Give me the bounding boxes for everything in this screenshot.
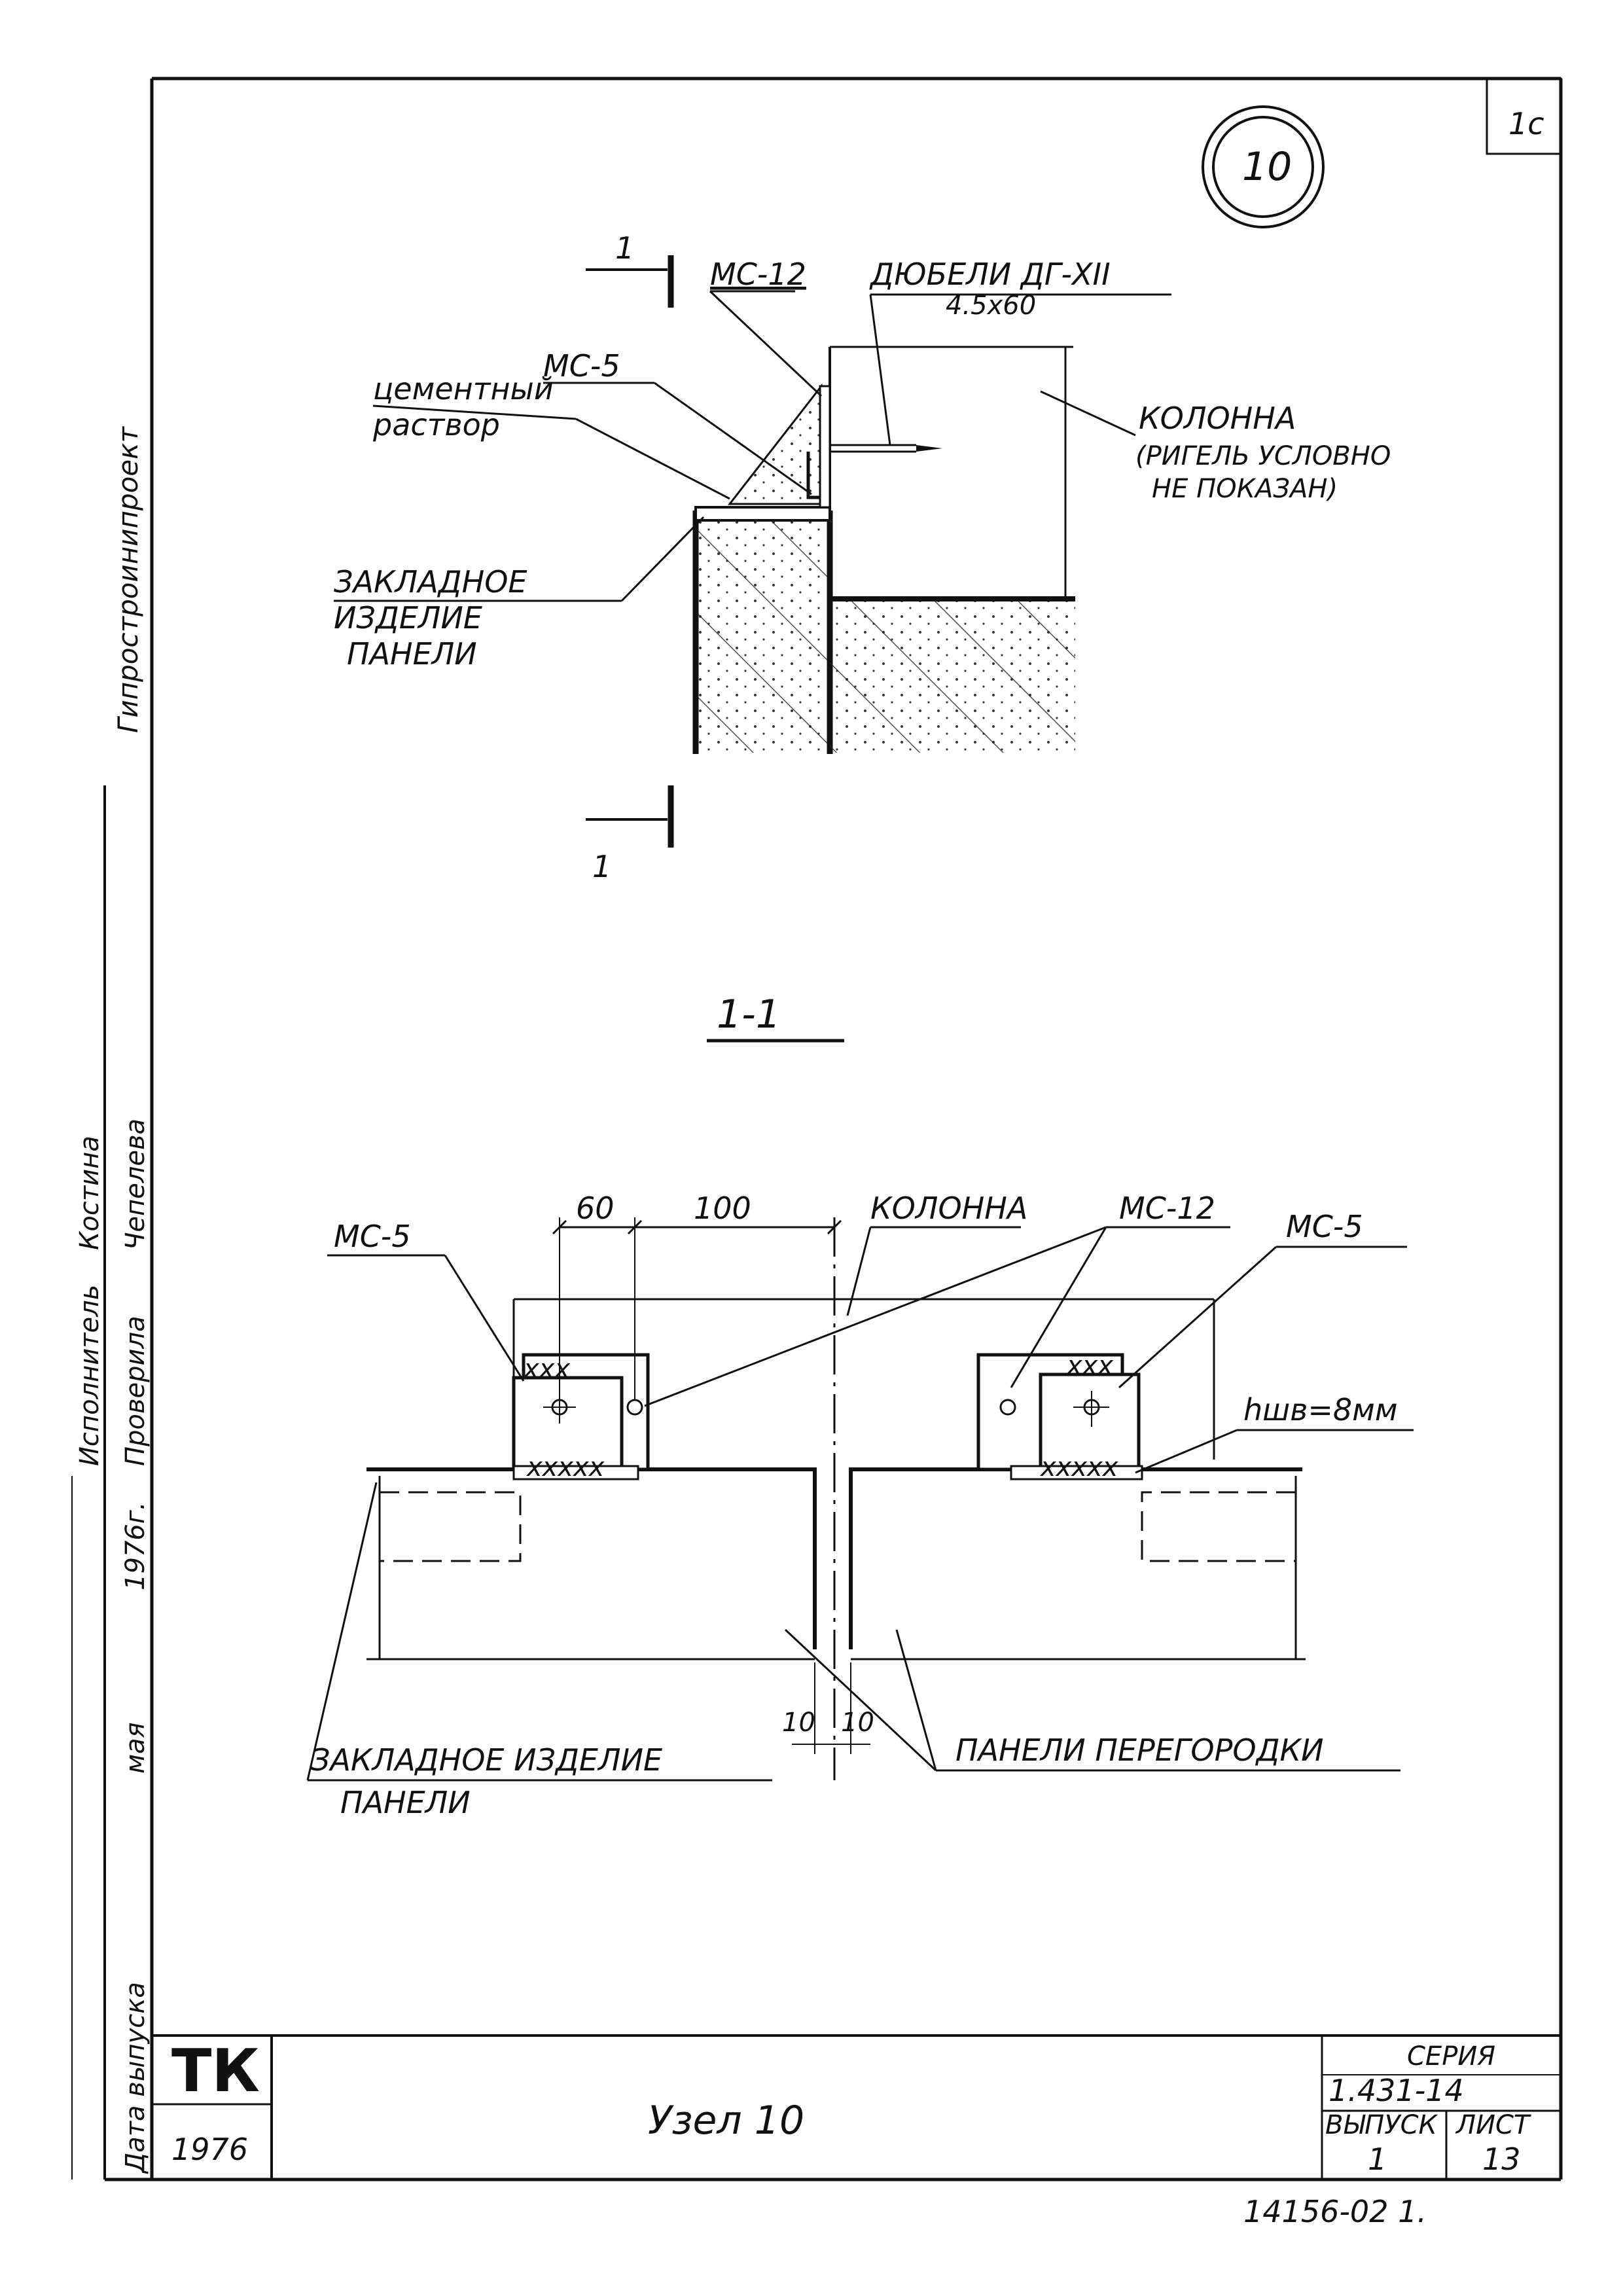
title-block: ТК 1976 Узел 10 СЕРИЯ 1.431-14 ВЫПУСК 1 … <box>152 2034 1561 2179</box>
label-mc5-top: МС-5 <box>543 348 620 384</box>
label-column-section: КОЛОННА <box>870 1191 1027 1226</box>
gap-left: 10 <box>782 1708 815 1738</box>
sidebar-executor-name: Костина <box>75 1136 105 1250</box>
label-dowels: ДЮБЕЛИ ДГ-XII <box>869 257 1111 292</box>
logo-tk: ТК <box>171 2037 260 2106</box>
label-embedded-1: ЗАКЛАДНОЕ <box>334 564 527 600</box>
sidebar-checker-role: Проверила <box>120 1316 151 1466</box>
label-mc12-section: МС-12 <box>1119 1191 1215 1226</box>
top-detail: 1 1 МС-12 ДЮБЕЛИ ДГ-XII 4.5х60 <box>334 230 1391 884</box>
sidebar-checker-name: Чепелева <box>120 1119 151 1250</box>
label-mc5-left: МС-5 <box>334 1219 411 1254</box>
label-embedded-section-2: ПАНЕЛИ <box>340 1785 471 1820</box>
label-column: КОЛОННА <box>1139 401 1296 436</box>
dim-100: 100 <box>694 1191 751 1226</box>
node-number: 10 <box>1242 144 1292 190</box>
title-name: Узел 10 <box>648 2098 804 2144</box>
sidebar-executor-role: Исполнитель <box>75 1285 105 1466</box>
title-year: 1976 <box>171 2132 248 2167</box>
section-mark-bottom: 1 <box>592 849 611 884</box>
gap-right: 10 <box>841 1708 874 1738</box>
section-title: 1-1 <box>717 992 781 1037</box>
sidebar-release-date: Дата выпуска <box>120 1982 151 2174</box>
sheet-value: 13 <box>1482 2142 1521 2177</box>
label-column-2: (РИГЕЛЬ УСЛОВНО <box>1135 441 1391 471</box>
sheet-corner-number: 1c <box>1508 106 1544 141</box>
sidebar-month: мая <box>120 1722 151 1774</box>
node-marker: 10 <box>1202 105 1325 228</box>
weld-marks-right-top: xxx <box>1065 1351 1113 1381</box>
sidebar: Гипростроинипроект Исполнитель Костина П… <box>71 425 151 2179</box>
sheet-label: ЛИСТ <box>1455 2110 1532 2140</box>
issue-label: ВЫПУСК <box>1325 2110 1438 2140</box>
section-detail: xxxxx xxx xxxxx xxx 60 100 КОЛОННА МС-12… <box>306 1191 1414 1820</box>
dim-60: 60 <box>576 1191 615 1226</box>
label-mc5-right: МС-5 <box>1286 1209 1363 1244</box>
label-mc12: МС-12 <box>710 257 806 292</box>
weld-marks-left: xxxxx <box>526 1452 605 1482</box>
issue-value: 1 <box>1368 2142 1387 2177</box>
label-panels: ПАНЕЛИ ПЕРЕГОРОДКИ <box>955 1732 1324 1768</box>
label-embedded-section-1: ЗАКЛАДНОЕ ИЗДЕЛИЕ <box>311 1742 662 1778</box>
weld-marks-right: xxxxx <box>1039 1452 1118 1482</box>
sidebar-org: Гипростроинипроект <box>112 425 144 733</box>
label-dowels-size: 4.5х60 <box>946 291 1036 321</box>
section-mark-top: 1 <box>615 230 634 266</box>
series-value: 1.431-14 <box>1329 2073 1464 2108</box>
weld-marks-left-top: xxx <box>522 1354 570 1384</box>
label-embedded-3: ПАНЕЛИ <box>347 636 477 672</box>
sheet-frame <box>105 77 1563 2181</box>
sidebar-year-note: 1976г. <box>120 1501 151 1590</box>
series-label: СЕРИЯ <box>1407 2041 1495 2072</box>
label-embedded-2: ИЗДЕЛИЕ <box>334 600 482 636</box>
footer-code: 14156-02 1. <box>1243 2194 1427 2229</box>
label-column-3: НЕ ПОКАЗАН) <box>1152 474 1338 504</box>
label-weld: hшв=8мм <box>1243 1392 1398 1427</box>
label-mortar-1: цементный <box>373 371 554 406</box>
